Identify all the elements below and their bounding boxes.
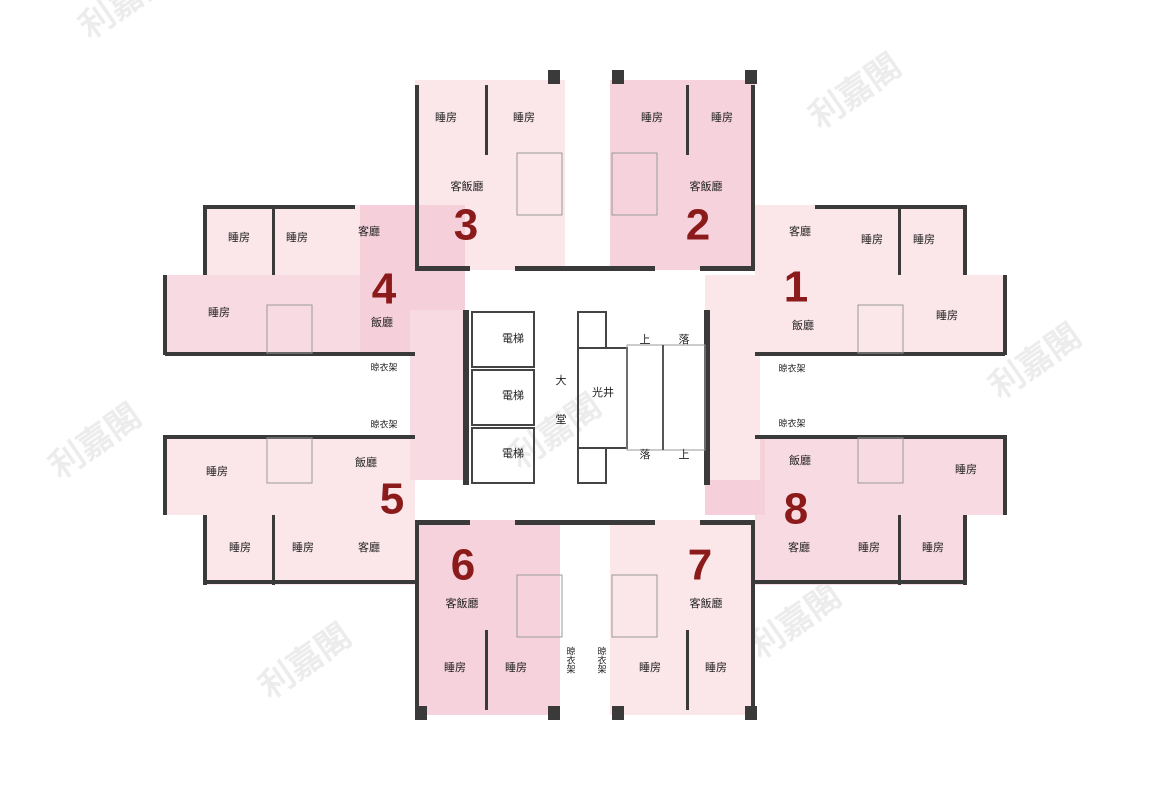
bedroom-label: 睡房: [286, 231, 308, 244]
dining-room-label: 飯廳: [789, 453, 811, 467]
drying-rack-label: 晾衣架: [370, 362, 397, 374]
lift-label: 電梯: [502, 389, 524, 402]
bedroom-label: 睡房: [444, 661, 466, 674]
living-dining-label: 客飯廳: [446, 596, 479, 610]
unit-number: 7: [688, 541, 712, 590]
bedroom-label: 睡房: [913, 233, 935, 246]
watermark: 利嘉閣: [742, 576, 848, 667]
unit-3: 睡房 睡房 客飯廳 3: [435, 111, 535, 250]
watermark: 利嘉閣: [42, 396, 148, 487]
living-dining-label: 客飯廳: [690, 179, 723, 193]
unit-1: 客廳 睡房 睡房 睡房 飯廳 晾衣架 1: [778, 224, 958, 375]
lift-2: [471, 369, 535, 426]
living-dining-label: 客飯廳: [451, 179, 484, 193]
unit-number: 5: [380, 475, 404, 524]
living-room-label: 客廳: [358, 224, 380, 238]
stair-down-label: 落: [679, 333, 690, 346]
drying-rack-label: 晾衣架: [778, 363, 805, 375]
bedroom-label: 睡房: [229, 541, 251, 554]
living-dining-label: 客飯廳: [690, 596, 723, 610]
watermark: 利嘉閣: [72, 0, 178, 47]
stair-up-label: 上: [679, 448, 690, 461]
bedroom-label: 睡房: [858, 541, 880, 554]
dining-room-label: 飯廳: [355, 455, 377, 469]
bedroom-label: 睡房: [711, 111, 733, 124]
walls: [163, 70, 1007, 720]
stair-down-label: 落: [640, 448, 651, 461]
dining-room-label: 飯廳: [371, 315, 393, 329]
bedroom-label: 睡房: [922, 541, 944, 554]
bedroom-label: 睡房: [639, 661, 661, 674]
bedroom-label: 睡房: [206, 465, 228, 478]
unit-number: 3: [454, 201, 478, 250]
bedroom-label: 睡房: [505, 661, 527, 674]
lobby-label: 大: [556, 373, 567, 387]
unit-number: 2: [686, 201, 710, 250]
drying-rack-label: 晾衣架: [778, 418, 805, 430]
dining-room-label: 飯廳: [792, 318, 814, 332]
unit-4: 睡房 睡房 客廳 睡房 飯廳 晾衣架 4: [208, 224, 398, 374]
bedroom-label: 睡房: [861, 233, 883, 246]
unit-number: 1: [784, 263, 808, 312]
bedroom-label: 睡房: [228, 231, 250, 244]
bedroom-label: 睡房: [435, 111, 457, 124]
living-room-label: 客廳: [789, 224, 811, 238]
bedroom-label: 睡房: [936, 309, 958, 322]
lightwell-label: 光井: [592, 385, 614, 399]
unit-2: 睡房 睡房 客飯廳 2: [641, 111, 733, 250]
bedroom-label: 睡房: [955, 463, 977, 476]
lift-label: 電梯: [502, 332, 524, 345]
bedroom-label: 睡房: [641, 111, 663, 124]
unit-number: 6: [451, 541, 475, 590]
bedroom-label: 睡房: [208, 306, 230, 319]
unit-number: 8: [784, 485, 808, 534]
drying-rack-label: 晾衣架: [370, 419, 397, 431]
staircase: [626, 344, 706, 451]
bedroom-label: 睡房: [705, 661, 727, 674]
watermark: 利嘉閣: [802, 46, 908, 137]
lift-3: [471, 427, 535, 484]
unit-number: 4: [372, 265, 397, 314]
unit-7: 客飯廳 睡房 睡房 晾衣架 7: [596, 541, 728, 675]
core: 電梯 電梯 電梯 大 堂 光井 上 落 落 上: [471, 311, 706, 484]
unit-fills: [165, 80, 1005, 715]
living-room-label: 客廳: [788, 540, 810, 554]
fixtures: [266, 152, 904, 638]
bedroom-label: 睡房: [513, 111, 535, 124]
lobby-label: 堂: [556, 413, 567, 426]
drying-rack-label: 晾衣架: [565, 645, 576, 674]
unit-6: 客飯廳 睡房 睡房 晾衣架 6: [444, 541, 575, 675]
lift-1: [471, 311, 535, 368]
living-room-label: 客廳: [358, 540, 380, 554]
bedroom-label: 睡房: [292, 541, 314, 554]
unit-8: 晾衣架 飯廳 睡房 客廳 睡房 睡房 8: [778, 418, 977, 555]
lift-label: 電梯: [502, 447, 524, 460]
stair-up-label: 上: [640, 333, 651, 346]
unit-5: 晾衣架 睡房 飯廳 睡房 睡房 客廳 5: [206, 419, 404, 555]
watermark: 利嘉閣: [252, 616, 358, 707]
drying-rack-label: 晾衣架: [596, 645, 607, 674]
